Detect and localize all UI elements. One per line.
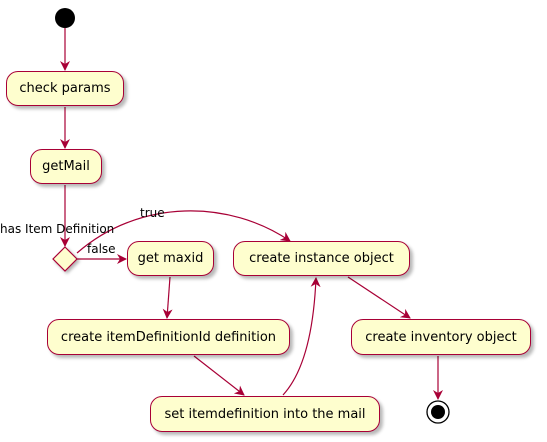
- true-branch-label: true: [140, 206, 165, 220]
- false-branch-label: false: [87, 242, 116, 256]
- node-set-itemdefinition-into-the-mail: set itemdefinition into the mail: [150, 396, 380, 432]
- node-get-mail: getMail: [30, 149, 102, 184]
- edge-create-instance-to-create-inventory: [347, 276, 411, 319]
- edge-getmaxid-to-create-itemdef: [162, 276, 173, 319]
- edge-create-itemdef-to-set-itemdef: [193, 355, 245, 396]
- decision-diamond: [52, 246, 78, 272]
- node-create-itemdefinitionid-definition: create itemDefinitionId definition: [47, 319, 290, 355]
- edge-decision-true: [76, 210, 291, 254]
- node-get-maxid: get maxid: [127, 241, 214, 276]
- start-node: [55, 8, 75, 28]
- node-create-instance-object: create instance object: [233, 241, 410, 276]
- node-check-params: check params: [6, 71, 124, 106]
- node-create-inventory-object: create inventory object: [351, 319, 531, 355]
- end-node: [426, 400, 450, 424]
- decision-condition-label: has Item Definition: [0, 222, 115, 236]
- edge-set-itemdef-to-create-instance: [282, 277, 321, 396]
